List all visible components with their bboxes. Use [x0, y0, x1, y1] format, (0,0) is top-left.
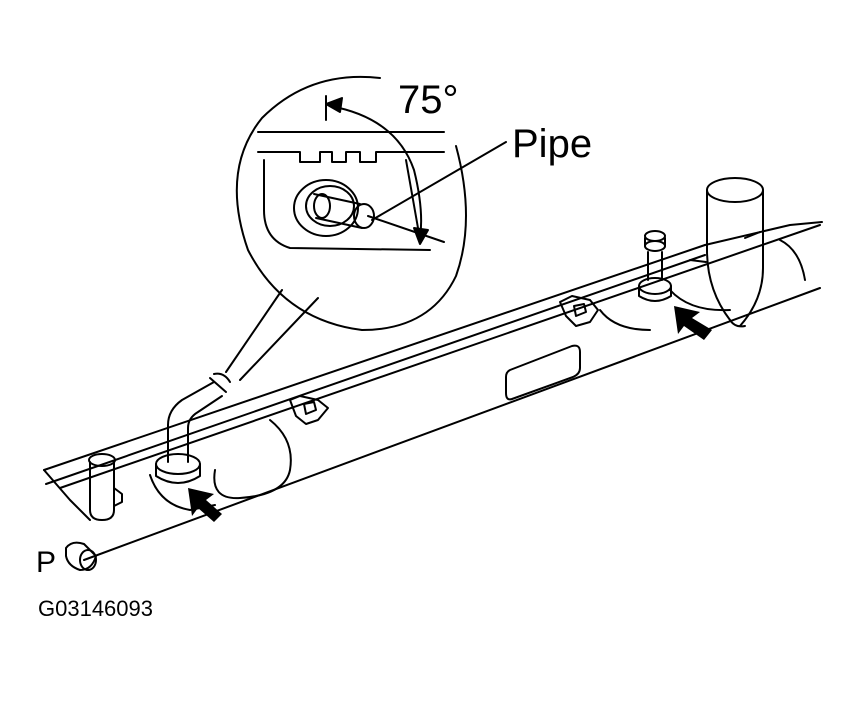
tank-clip-left — [289, 395, 329, 425]
callout-leader — [225, 289, 319, 381]
pipe-left — [155, 372, 231, 484]
inlet-neck — [689, 177, 806, 328]
pipe-label-leader — [371, 141, 507, 221]
pipe-right — [638, 230, 672, 302]
pipe-label: Pipe — [512, 122, 593, 166]
arrow-left — [188, 488, 222, 522]
angle-label: 75° — [398, 78, 459, 122]
arrow-right — [674, 306, 712, 340]
drain-fitting — [88, 453, 123, 521]
tank-clip-right — [559, 295, 599, 327]
figure-code: G03146093 — [38, 596, 153, 621]
corner-p-label: P — [36, 546, 57, 579]
detail-circle — [235, 75, 467, 331]
drain-plug — [65, 541, 97, 571]
angle-arc — [325, 97, 429, 245]
radiator-tank — [43, 221, 823, 561]
